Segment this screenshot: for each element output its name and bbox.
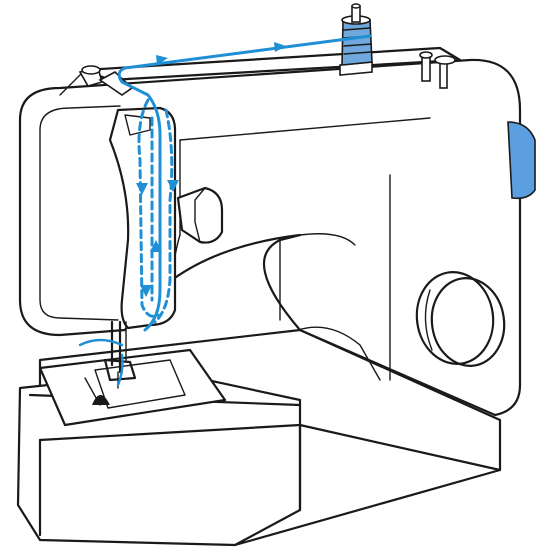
thread-path	[78, 34, 372, 387]
stitch-selector-dial-icon	[415, 271, 506, 367]
bobbin-winder	[419, 51, 456, 89]
stitch-selector	[176, 186, 224, 244]
spool-icon	[339, 3, 373, 76]
thread-direction-arrows	[136, 42, 286, 297]
feed-dogs-icon	[92, 395, 110, 405]
handwheel-icon	[507, 121, 536, 200]
needle-plate	[38, 348, 227, 427]
